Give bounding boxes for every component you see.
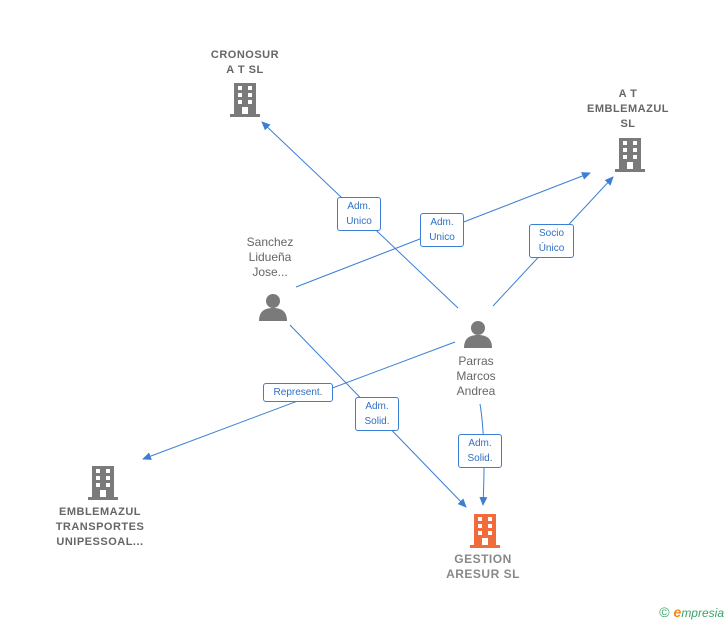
- node-label-line: Parras: [458, 354, 494, 368]
- node-label-line: EMBLEMAZUL: [59, 506, 141, 518]
- node-label-line: GESTION: [454, 552, 512, 566]
- edge-label-line: Unico: [429, 232, 455, 243]
- node-label-line: ARESUR SL: [446, 567, 520, 581]
- node-label-at-emblemazul[interactable]: A T EMBLEMAZUL SL: [578, 87, 678, 132]
- node-label-line: CRONOSUR: [210, 49, 280, 61]
- edge-label-line: Socio: [538, 228, 564, 239]
- copyright-symbol: ©: [659, 604, 670, 620]
- node-label-line: Andrea: [456, 384, 496, 398]
- node-label-line: A T: [618, 88, 638, 100]
- node-label-line: TRANSPORTES: [55, 521, 145, 533]
- building-icon[interactable]: [615, 138, 645, 172]
- node-label-cronosur[interactable]: CRONOSUR A T SL: [195, 48, 295, 78]
- building-icon[interactable]: [230, 83, 260, 117]
- edge-label-parras-at-emblemazul[interactable]: Socio Único: [529, 224, 574, 258]
- edge-label-line: Solid.: [364, 416, 390, 427]
- edge-label-line: Adm.: [365, 401, 389, 412]
- node-label-sanchez[interactable]: Sanchez Lidueña Jose...: [230, 235, 310, 280]
- edge-label-line: Adm.: [430, 217, 454, 228]
- node-label-line: Marcos: [456, 369, 496, 383]
- edge-label-parras-gestion[interactable]: Adm. Solid.: [458, 434, 502, 468]
- edge-label-line: Adm.: [468, 438, 492, 449]
- edge-label-parras-emblemazul-transportes[interactable]: Represent.: [263, 383, 333, 402]
- node-label-emblemazul-transportes[interactable]: EMBLEMAZUL TRANSPORTES UNIPESSOAL...: [45, 505, 155, 550]
- person-icon[interactable]: [464, 321, 492, 348]
- edge-label-line: Único: [538, 243, 565, 254]
- empresia-watermark[interactable]: ©empresia: [659, 604, 724, 620]
- node-label-parras[interactable]: Parras Marcos Andrea: [436, 354, 516, 399]
- brand-name: mpresia: [681, 606, 724, 620]
- edge-label-line: Unico: [346, 216, 372, 227]
- node-label-line: A T SL: [226, 64, 264, 76]
- node-label-line: Sanchez: [246, 235, 294, 249]
- edge-label-sanchez-gestion[interactable]: Adm. Solid.: [355, 397, 399, 431]
- node-label-gestion-aresur[interactable]: GESTION ARESUR SL: [428, 552, 538, 582]
- node-label-line: SL: [620, 118, 636, 130]
- edge-label-line: Represent.: [273, 387, 323, 398]
- building-icon[interactable]: [88, 466, 118, 500]
- node-label-line: Lidueña: [248, 250, 292, 264]
- building-icon[interactable]: [470, 514, 500, 548]
- node-label-line: UNIPESSOAL...: [56, 536, 144, 548]
- edge-label-line: Solid.: [467, 453, 493, 464]
- node-label-line: EMBLEMAZUL: [587, 103, 669, 115]
- edge-label-parras-cronosur[interactable]: Adm. Unico: [337, 197, 381, 231]
- brand-initial: e: [673, 604, 682, 620]
- node-label-line: Jose...: [252, 265, 288, 279]
- person-icon[interactable]: [259, 294, 287, 321]
- edge-label-line: Adm.: [347, 201, 371, 212]
- edge-label-sanchez-at-emblemazul[interactable]: Adm. Unico: [420, 213, 464, 247]
